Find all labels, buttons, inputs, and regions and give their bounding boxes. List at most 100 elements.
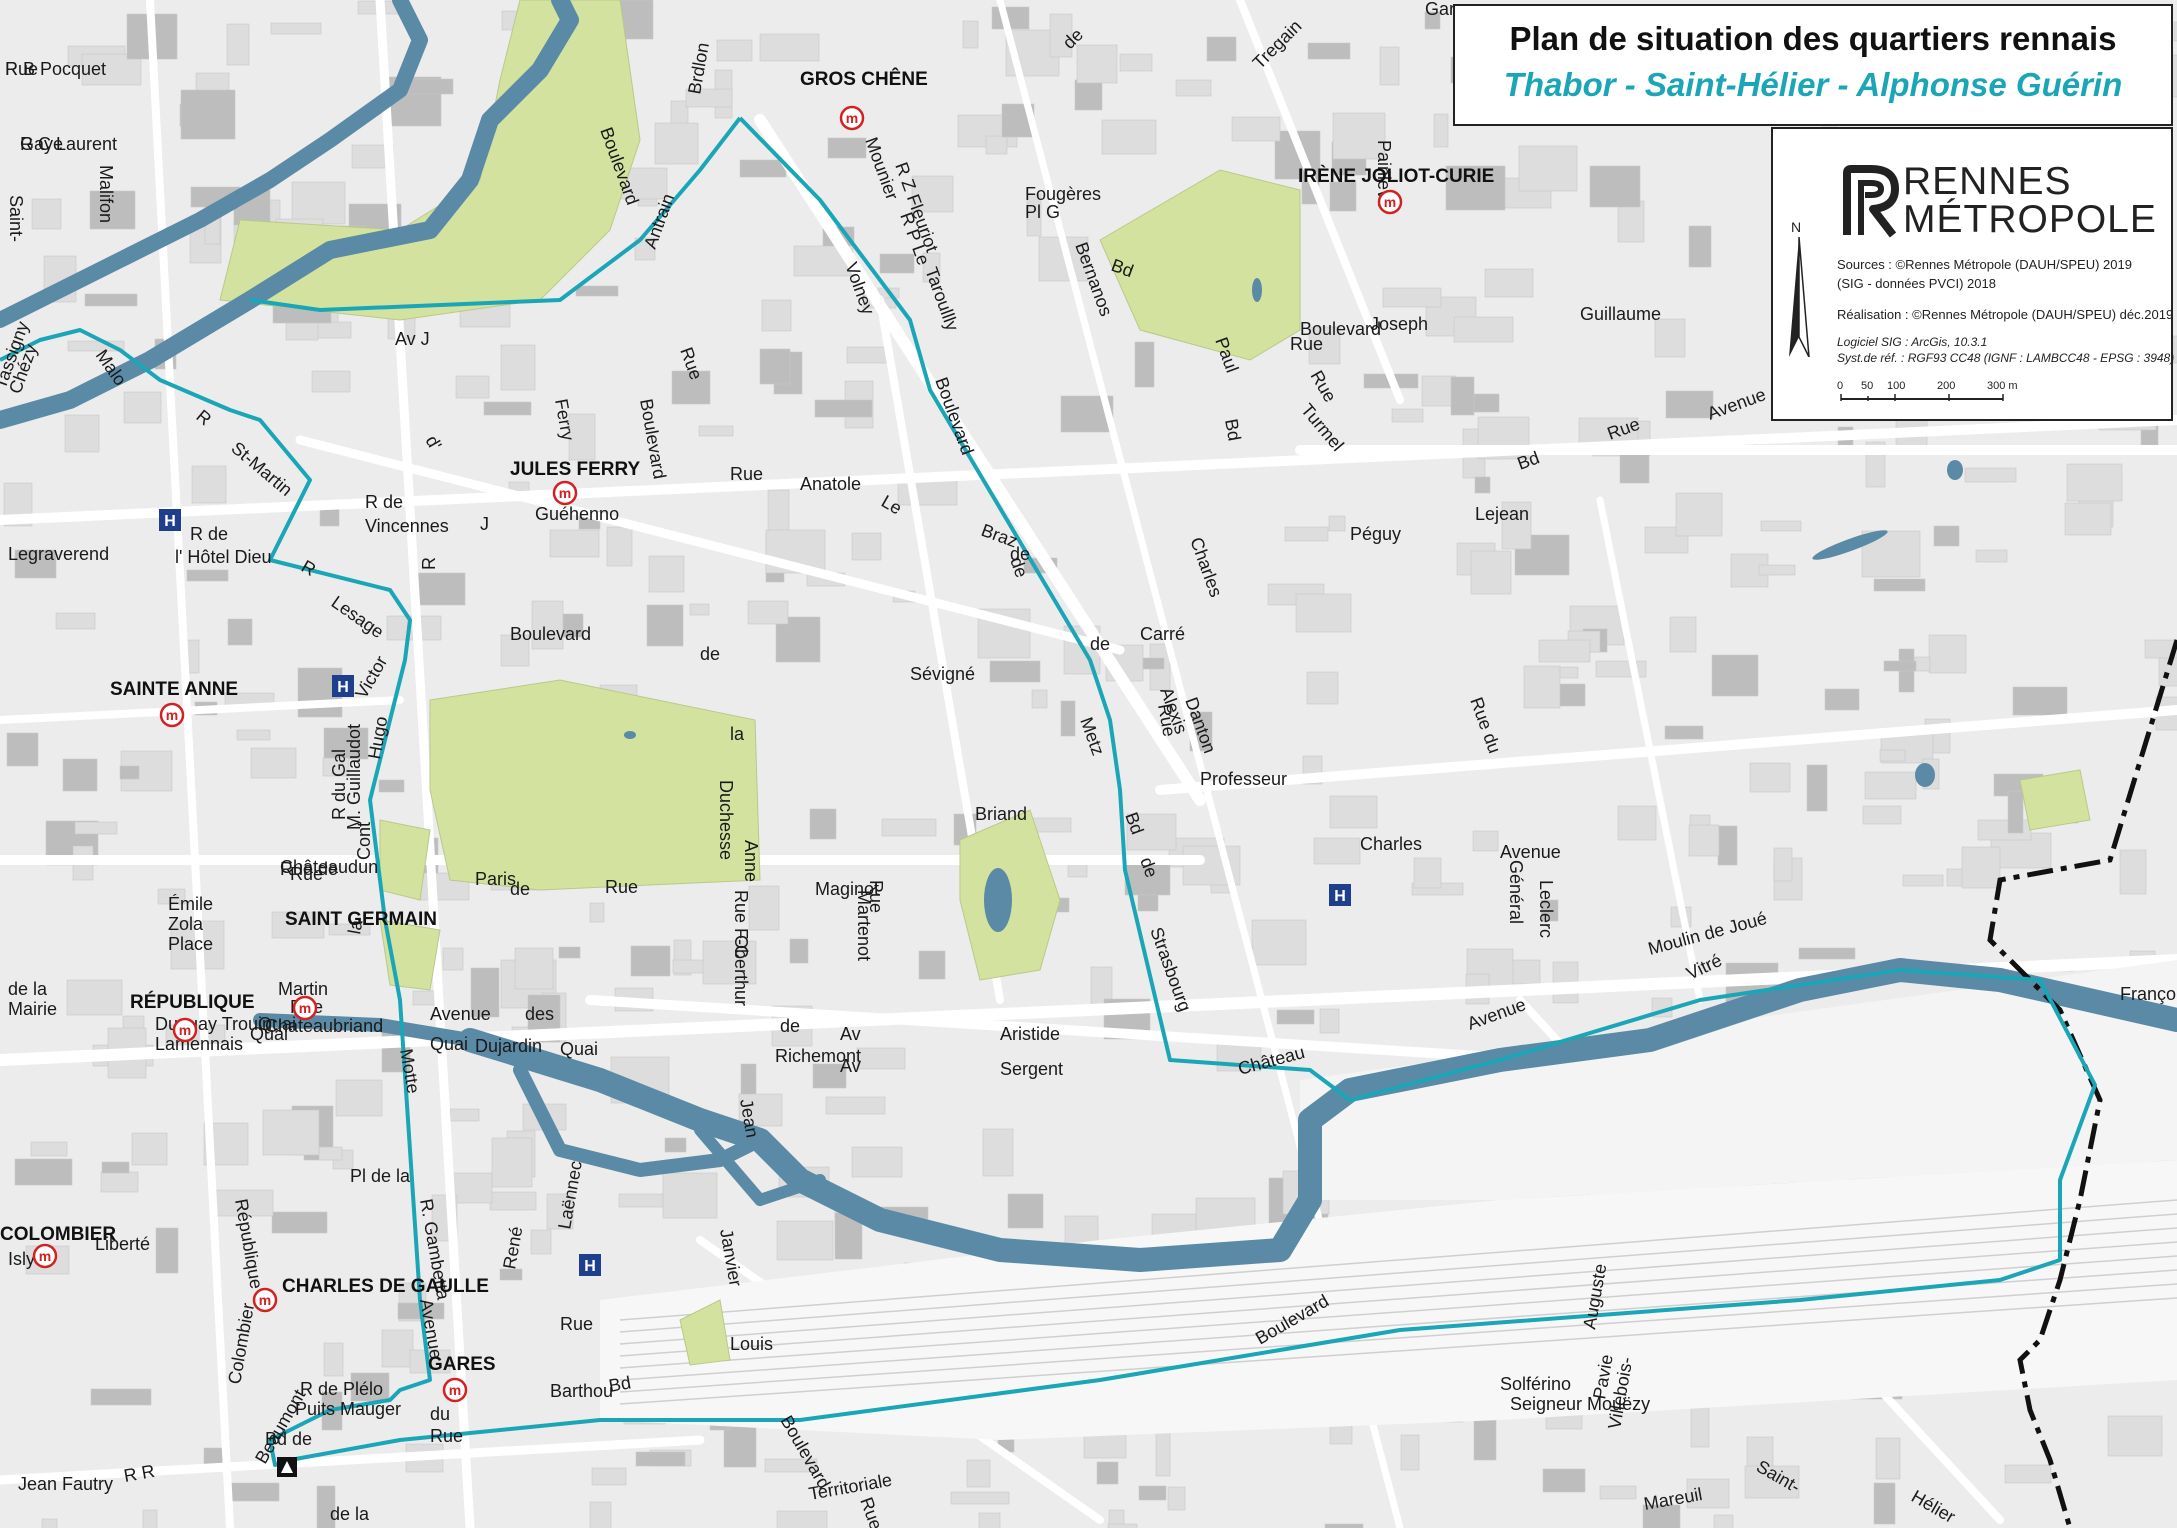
building-block: [335, 1079, 383, 1117]
building-block: [568, 413, 596, 461]
scale-tick-2: 100: [1887, 380, 1905, 392]
street-label: de: [1010, 544, 1030, 564]
building-block: [1167, 1486, 1186, 1511]
building-block: [1107, 1523, 1138, 1528]
street-label: Rue: [605, 877, 638, 897]
street-label: de: [510, 879, 530, 899]
street-label: R B Pocquet: [5, 59, 106, 79]
metro-symbol: m: [846, 110, 858, 126]
street-label: Chateaubriand: [265, 1016, 383, 1036]
building-block: [698, 425, 734, 437]
metro-symbol: m: [179, 1022, 191, 1038]
street-label: Aristide: [1000, 1024, 1060, 1044]
building-block: [1688, 824, 1720, 857]
building-block: [589, 1501, 612, 1528]
building-block: [89, 190, 136, 230]
building-block: [1400, 1434, 1420, 1471]
building-block: [123, 391, 162, 424]
street-label: R de: [365, 492, 403, 512]
building-block: [648, 555, 685, 593]
building-block: [1711, 654, 1759, 697]
building-block: [1864, 771, 1917, 800]
building-block: [2172, 335, 2177, 364]
building-block: [1617, 805, 1657, 841]
building-block: [1964, 467, 2017, 483]
building-block: [316, 1485, 336, 1528]
building-block: [483, 401, 532, 416]
scale-tick-4: 300 m: [1987, 380, 2017, 392]
metro-symbol: m: [39, 1248, 51, 1264]
building-block: [191, 465, 227, 504]
building-block: [814, 399, 873, 418]
river-ille-upper: [0, 0, 428, 328]
street-label: Paris: [475, 869, 516, 889]
metro-station-name: COLOMBIER: [0, 1224, 116, 1245]
building-block: [856, 1047, 906, 1070]
building-block: [1540, 899, 1559, 922]
park-thabor: [429, 679, 761, 891]
metro-station-name: GARES: [428, 1354, 496, 1375]
logo-line-1: RENNES: [1903, 160, 2072, 203]
street-label: Rue: [5, 59, 38, 79]
building-block: [262, 1109, 320, 1156]
city-blocks: [3, 0, 2177, 1528]
building-block: [530, 1229, 552, 1255]
hospital-symbol: H: [164, 513, 176, 530]
building-block: [950, 1491, 1010, 1505]
street-label: Pl G: [1025, 202, 1060, 222]
building-block: [2004, 1464, 2052, 1484]
building-block: [1126, 813, 1177, 851]
building-block: [1713, 1514, 1734, 1528]
street-label: Général: [1506, 860, 1526, 924]
building-block: [1758, 564, 1796, 576]
street-label: Émile: [168, 894, 213, 914]
building-block: [1060, 700, 1076, 737]
building-block: [1472, 830, 1499, 852]
scale-tick-0: 0: [1837, 380, 1843, 392]
building-block: [1119, 53, 1153, 72]
street-label: Rue: [866, 880, 886, 913]
street-label: Rue de: [280, 859, 338, 879]
building-block: [1873, 1482, 1896, 1525]
building-block: [1074, 79, 1103, 111]
building-block: [879, 253, 915, 274]
building-block: [500, 344, 536, 391]
building-block: [985, 135, 1008, 155]
building-block: [978, 1512, 1001, 1528]
metro-symbol: m: [559, 485, 571, 501]
building-block: [322, 757, 350, 777]
building-block: [64, 414, 100, 453]
north-label: N: [1791, 219, 1802, 235]
building-block: [664, 1137, 687, 1153]
street-label: de: [1090, 634, 1110, 654]
building-block: [1313, 837, 1361, 865]
building-block: [759, 348, 791, 385]
building-block: [1319, 1008, 1340, 1034]
building-block: [1690, 1404, 1710, 1448]
building-block: [470, 967, 500, 1018]
street-label: Avenue: [430, 1004, 491, 1024]
building-block: [1382, 287, 1442, 308]
street-label: du: [430, 1404, 450, 1424]
street-label: Louis: [730, 1334, 773, 1354]
building-block: [157, 888, 186, 905]
building-block: [226, 23, 250, 66]
building-block: [74, 821, 118, 835]
street-label: Lejean: [1475, 504, 1529, 524]
street-label: R: [419, 557, 439, 570]
building-block: [1473, 1419, 1497, 1461]
street-label: Bd de: [265, 1429, 312, 1449]
building-block: [1665, 390, 1714, 419]
building-block: [1669, 616, 1697, 653]
building-block: [982, 1128, 1014, 1177]
park-joliot-curie: [1099, 169, 1301, 361]
building-block: [449, 1108, 480, 1122]
building-block: [531, 600, 564, 650]
waterways: [0, 0, 2177, 1272]
commune-border: [1987, 639, 2177, 1528]
street-label: Malifon: [96, 165, 116, 223]
street-label: M. Guillaudot: [344, 724, 364, 830]
vilaine-river: [253, 1013, 477, 1047]
building-block: [328, 923, 371, 936]
